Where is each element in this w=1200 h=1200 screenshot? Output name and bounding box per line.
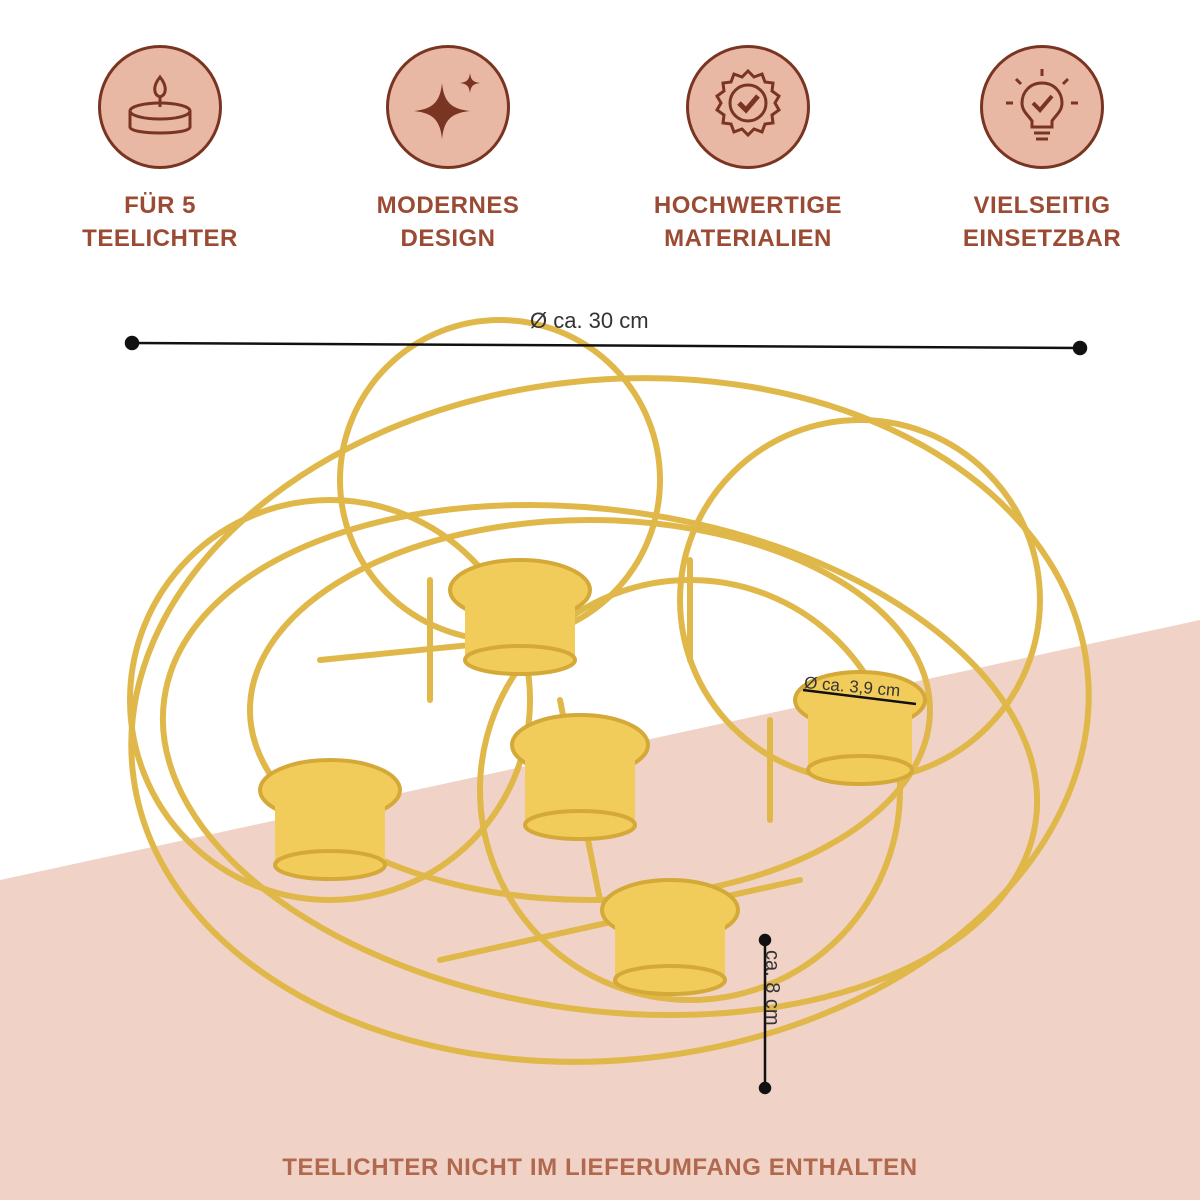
feature-label: VIELSEITIG EINSETZBAR: [912, 189, 1172, 255]
feature-label-line2: MATERIALIEN: [664, 225, 832, 252]
tealight-cups: [258, 558, 927, 996]
badge: [686, 45, 810, 169]
tealight-cup: [258, 758, 402, 881]
badge: [98, 45, 222, 169]
feature-quality-materials: HOCHWERTIGE MATERIALIEN: [618, 45, 878, 255]
height-line-top-dot: [758, 933, 772, 947]
footer-note: TEELICHTER NICHT IM LIEFERUMFANG ENTHALT…: [282, 1154, 918, 1181]
feature-tealights: FÜR 5 TEELICHTER: [30, 45, 290, 255]
feature-label: HOCHWERTIGE MATERIALIEN: [618, 189, 878, 255]
diameter-line: [131, 341, 1081, 350]
diameter-line-start-dot: [124, 335, 140, 351]
feature-versatile: VIELSEITIG EINSETZBAR: [912, 45, 1172, 255]
tealight-candle-icon: [128, 74, 192, 135]
feature-label-line1: HOCHWERTIGE: [653, 192, 843, 219]
height-label: ca. 8 cm: [761, 950, 783, 1026]
feature-label-line2: EINSETZBAR: [962, 225, 1122, 252]
lightbulb-check-icon: [1006, 69, 1078, 141]
feature-label-line2: TEELICHTER: [82, 225, 238, 252]
quality-seal-check-icon: [715, 68, 781, 138]
feature-label-line1: FÜR 5: [124, 192, 196, 219]
tealight-cup: [600, 878, 740, 996]
feature-label-line2: DESIGN: [400, 225, 496, 252]
tealight-cup: [448, 558, 592, 676]
feature-label: FÜR 5 TEELICHTER: [30, 189, 290, 255]
dimension-lines: [124, 335, 1088, 1095]
gold-wire-frame: [127, 317, 1092, 1065]
height-line-bottom-dot: [758, 1081, 772, 1095]
tealight-cup: [510, 713, 650, 841]
feature-modern-design: MODERNES DESIGN: [318, 45, 578, 255]
tealight-cup: [793, 670, 927, 786]
feature-label-line1: MODERNES: [376, 192, 520, 219]
sparkle-icon: [414, 73, 480, 139]
feature-label: MODERNES DESIGN: [318, 189, 578, 255]
badge: [980, 45, 1104, 169]
diameter-line-end-dot: [1072, 340, 1088, 356]
badge: [386, 45, 510, 169]
feature-label-line1: VIELSEITIG: [973, 192, 1111, 219]
tealight-diameter-line: [802, 688, 917, 706]
diameter-label: Ø ca. 30 cm: [530, 308, 649, 333]
